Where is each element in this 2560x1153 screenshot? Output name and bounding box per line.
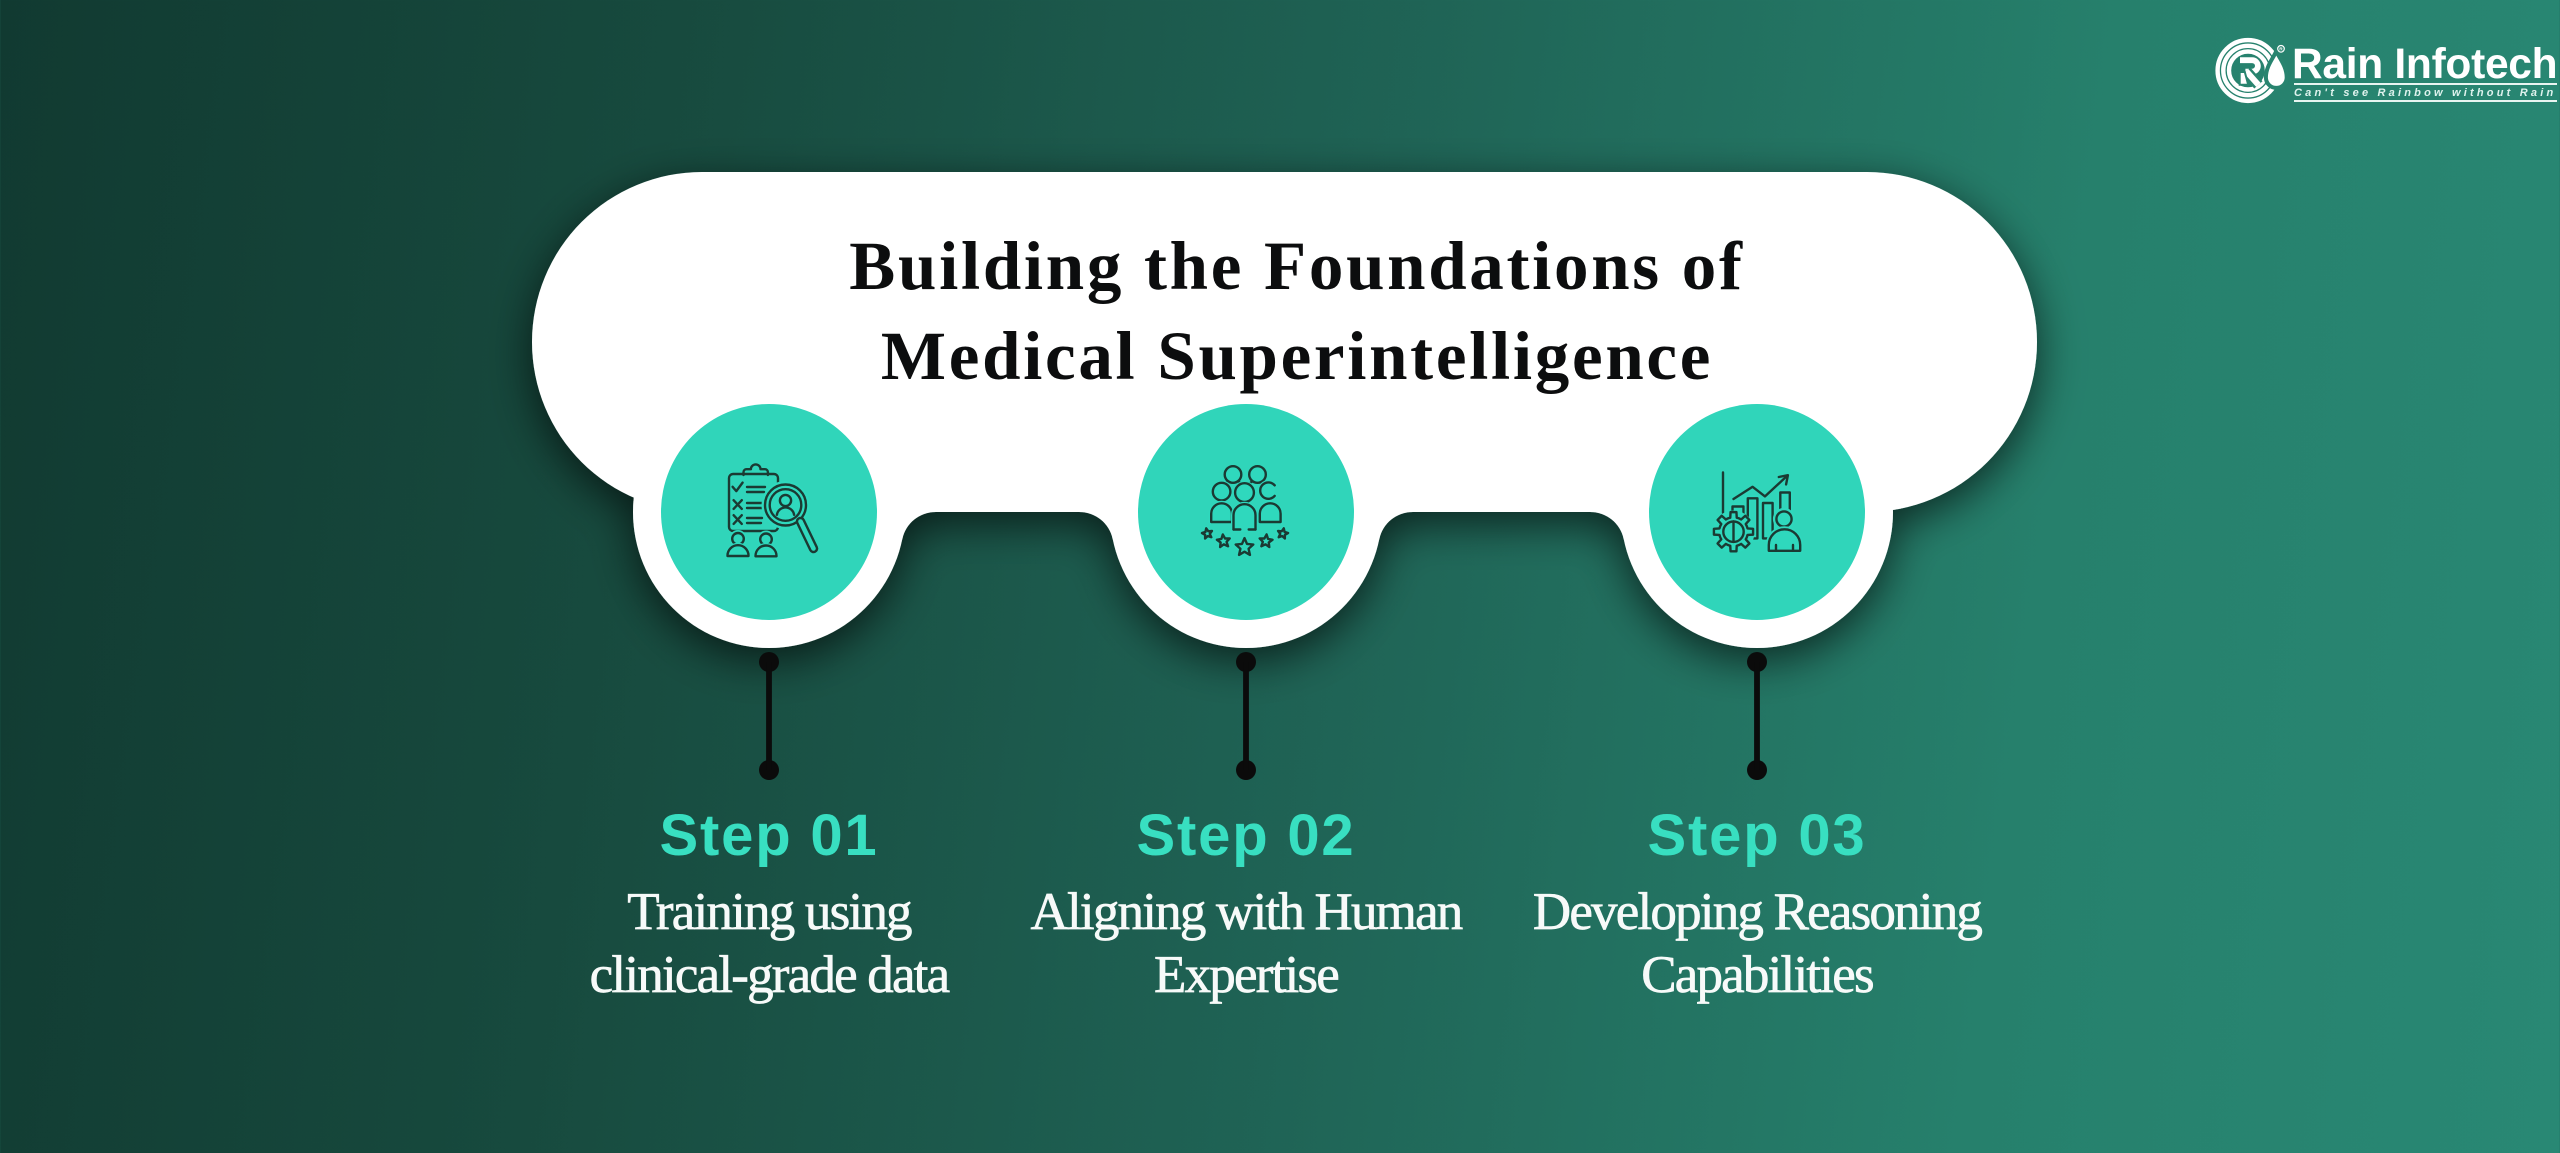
svg-text:R: R [2279, 46, 2283, 52]
